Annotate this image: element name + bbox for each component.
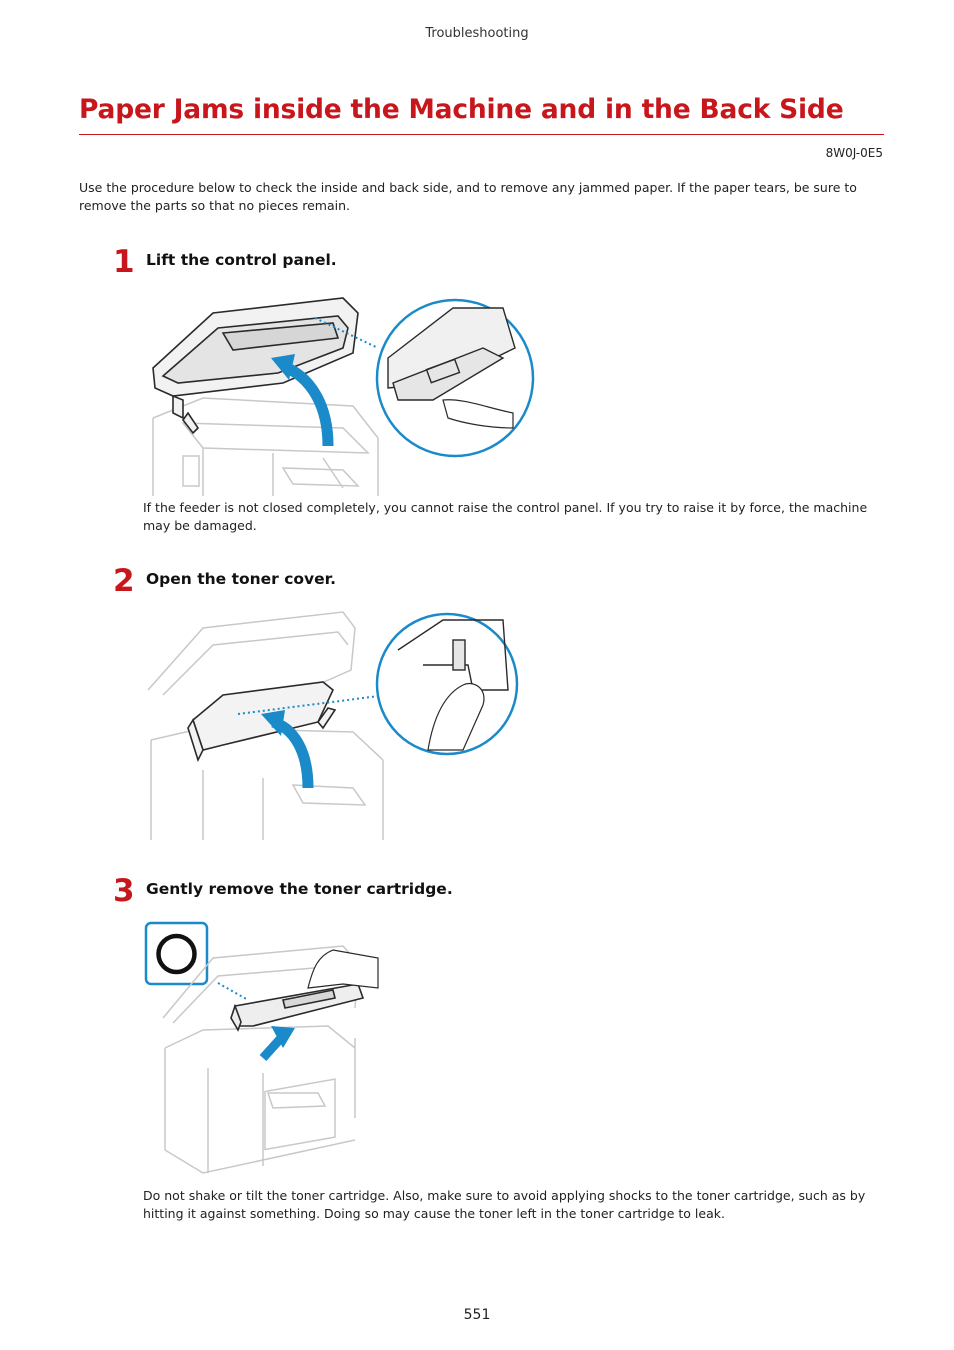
step-1-number: 1 — [113, 244, 135, 280]
intro-paragraph: Use the procedure below to check the ins… — [79, 180, 857, 213]
step-3-number: 3 — [113, 873, 135, 909]
running-header: Troubleshooting — [425, 26, 529, 41]
lift-control-panel-illustration — [152, 297, 535, 496]
step-3-note: Do not shake or tilt the toner cartridge… — [143, 1188, 866, 1221]
open-toner-cover-illustration — [147, 611, 519, 840]
step-2-title: Open the toner cover. — [146, 570, 336, 588]
step-1-title: Lift the control panel. — [146, 251, 337, 269]
correct-method-badge — [144, 921, 209, 986]
document-code: 8W0J-0E5 — [825, 146, 883, 160]
page-number: 551 — [463, 1307, 491, 1323]
step-3-title: Gently remove the toner cartridge. — [146, 880, 453, 898]
circle-ok-icon — [156, 933, 197, 975]
page-title: Paper Jams inside the Machine and in the… — [79, 94, 844, 125]
step-1-note: If the feeder is not closed completely, … — [143, 500, 868, 533]
title-divider — [79, 134, 884, 135]
remove-toner-cartridge-illustration — [144, 921, 379, 1174]
step-2-number: 2 — [113, 563, 135, 599]
